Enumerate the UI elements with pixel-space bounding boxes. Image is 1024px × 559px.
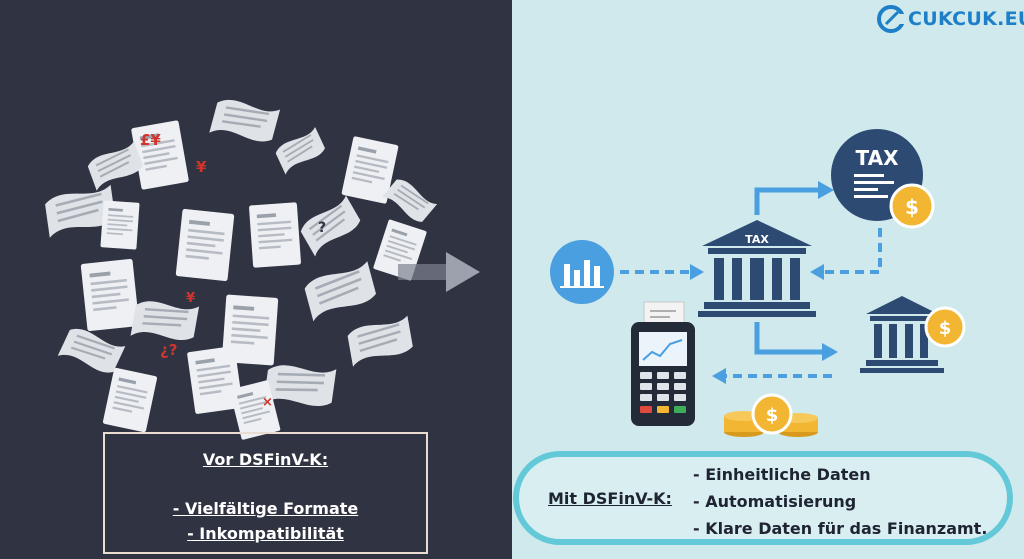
scattered-receipts-illustration: £¥ ¥ $ ¿? ¥ ? ×: [42, 92, 480, 440]
svg-text:¥: ¥: [186, 291, 195, 306]
flow-arrow-icon: [754, 322, 838, 361]
svg-text:$: $: [766, 405, 779, 426]
before-panel: £¥ ¥ $ ¿? ¥ ? × Vor DSFinV-K: - Vielfält…: [0, 0, 512, 559]
payment-terminal-icon: [631, 301, 695, 426]
svg-text:¿?: ¿?: [160, 341, 177, 359]
svg-text:TAX: TAX: [745, 233, 769, 246]
flow-arrow-icon: [712, 368, 832, 384]
after-summary-box: [513, 451, 1013, 545]
before-summary-box: Vor DSFinV-K: - Vielfältige Formate - In…: [103, 432, 428, 554]
logo-text: CUKCUK.EU: [908, 8, 1024, 30]
flow-arrow-icon: [620, 264, 704, 280]
flow-arrow-icon: [810, 228, 882, 280]
after-item: - Klare Daten für das Finanzamt.: [693, 519, 988, 538]
cukcuk-logo-icon: [877, 5, 906, 33]
before-item: - Vielfältige Formate: [172, 499, 359, 518]
receipt-marks: £¥ ¥ $ ¿? ¥ ? ×: [140, 131, 326, 410]
svg-text:$: $: [939, 318, 952, 339]
svg-text:$: $: [222, 188, 232, 206]
transition-arrow-icon: [398, 252, 480, 292]
svg-text:$: $: [905, 195, 919, 219]
after-item: - Einheitliche Daten: [693, 465, 871, 484]
before-list: - Vielfältige Formate - Inkompatibilität: [105, 496, 426, 546]
receipt-pile: [42, 92, 439, 440]
svg-text:£¥: £¥: [140, 131, 161, 149]
svg-text:×: ×: [262, 395, 273, 410]
coin-icon: $: [924, 306, 966, 348]
tax-flow-illustration: TAX TAX $: [550, 129, 966, 437]
svg-text:¥: ¥: [196, 158, 207, 176]
after-list: - Einheitliche Daten - Automatisierung -…: [693, 461, 987, 542]
coin-stack-icon: $: [724, 393, 818, 437]
brand-logo: CUKCUK.EU: [876, 4, 1024, 34]
after-title: Mit DSFinV-K:: [548, 489, 672, 508]
bank-icon: [860, 296, 944, 373]
before-item: - Inkompatibilität: [187, 524, 344, 543]
svg-text:TAX: TAX: [856, 146, 900, 170]
after-item: - Automatisierung: [693, 492, 857, 511]
central-bank-icon: TAX: [698, 220, 816, 317]
chart-circle-icon: [550, 240, 614, 304]
before-title: Vor DSFinV-K:: [202, 450, 329, 469]
coin-icon: $: [889, 183, 935, 229]
svg-text:?: ?: [318, 220, 326, 236]
flow-arrow-icon: [754, 181, 834, 215]
